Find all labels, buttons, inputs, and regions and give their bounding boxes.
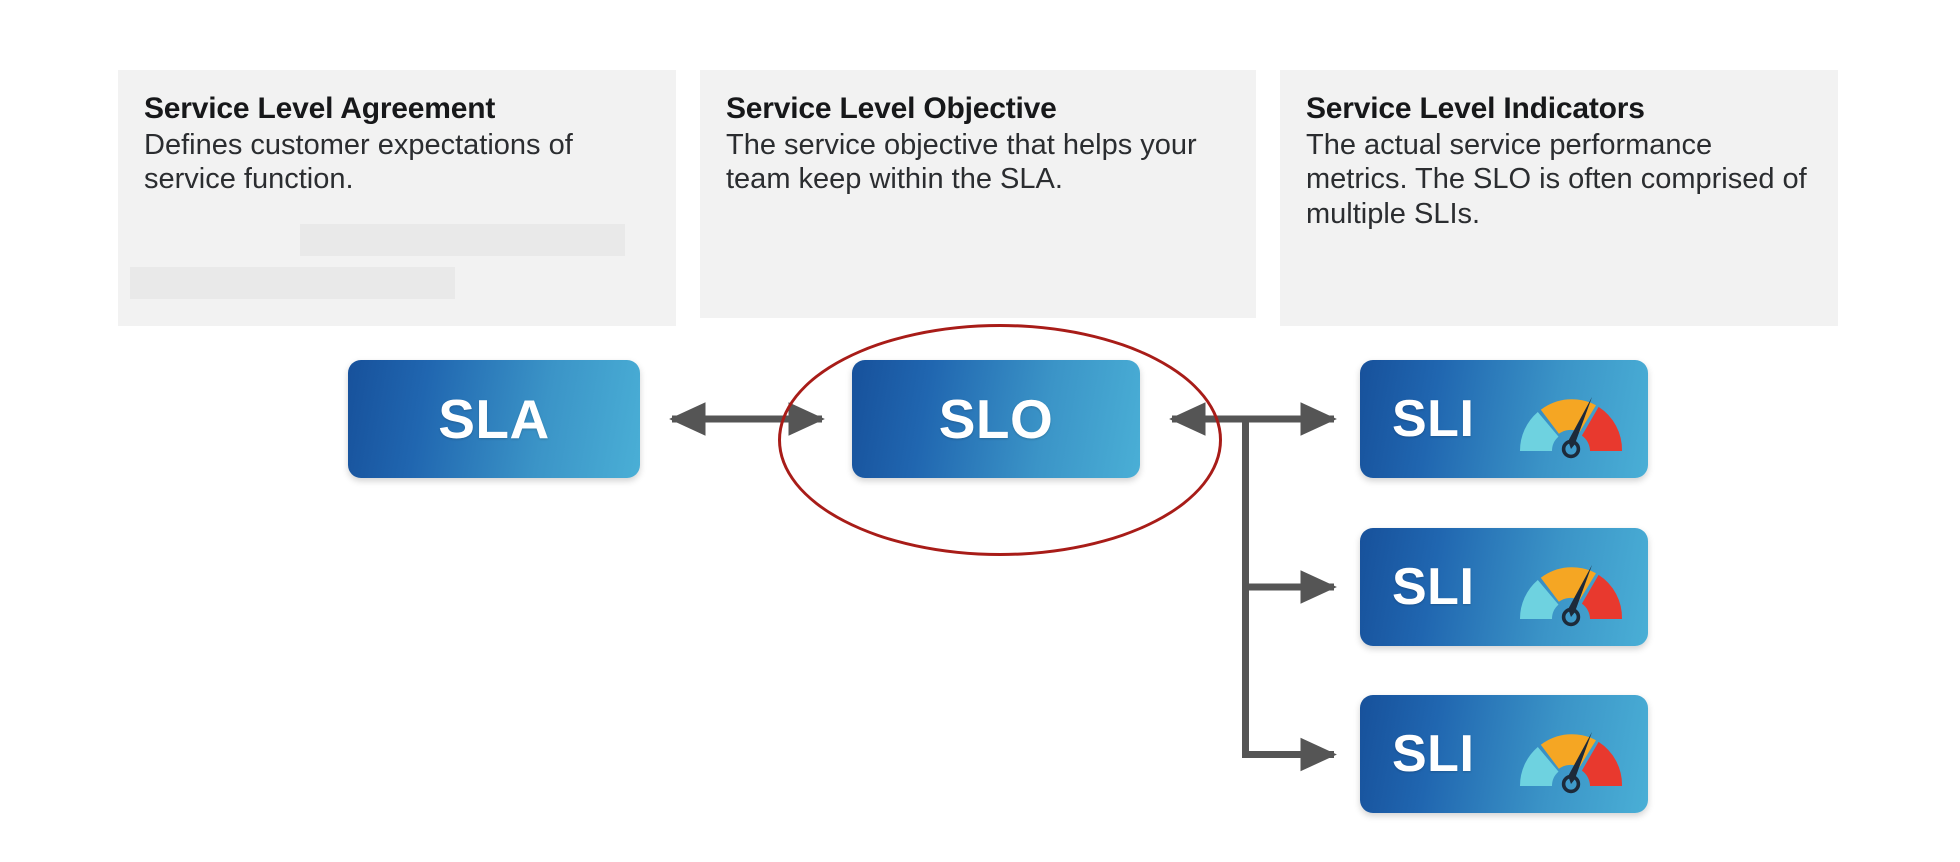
node-sli-label: SLI [1392,390,1475,448]
card-body: The service objective that helps your te… [726,128,1197,196]
card-service-level-indicators: Service Level Indicators The actual serv… [1280,70,1838,326]
card-title: Service Level Agreement [144,92,496,125]
node-sla[interactable]: SLA [348,360,640,478]
gauge-icon [1519,397,1623,459]
node-sli-label: SLI [1392,725,1475,783]
node-sli-1[interactable]: SLI [1360,360,1648,478]
card-body: The actual service performance metrics. … [1306,128,1807,230]
redaction-block-1 [300,224,625,256]
node-sli-3[interactable]: SLI [1360,695,1648,813]
slo-highlight-ellipse [778,324,1222,556]
gauge-icon [1519,565,1623,627]
card-service-level-objective: Service Level Objective The service obje… [700,70,1256,318]
gauge-icon [1519,732,1623,794]
node-sli-label: SLI [1392,558,1475,616]
card-title: Service Level Objective [726,92,1057,125]
node-sla-label: SLA [438,387,550,450]
redaction-block-2 [130,267,455,299]
card-body: Defines customer expectations of service… [144,128,573,196]
card-title: Service Level Indicators [1306,92,1645,125]
node-sli-2[interactable]: SLI [1360,528,1648,646]
